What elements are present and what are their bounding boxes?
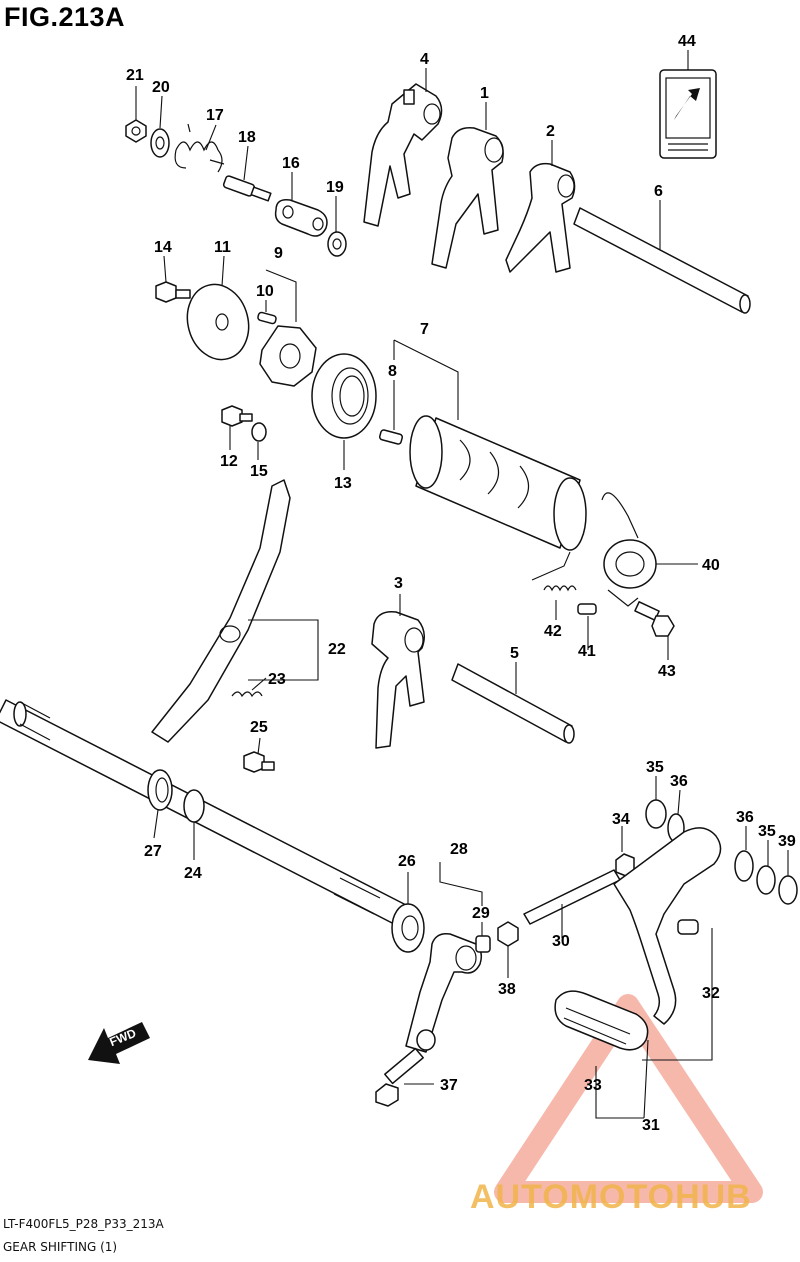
part-40-gear-position-sensor[interactable]: [601, 492, 657, 607]
label-6: 6: [654, 183, 663, 200]
label-19: 19: [326, 179, 344, 196]
part-38-nut[interactable]: [497, 921, 519, 947]
label-26: 26: [398, 853, 416, 870]
part-27-spring[interactable]: [147, 769, 173, 811]
part-10-pin[interactable]: [257, 311, 277, 325]
part-28-gear-shift-lever-link[interactable]: [405, 932, 483, 1053]
watermark-text: AUTOMOTOHUB: [470, 1178, 752, 1216]
label-43: 43: [658, 663, 676, 680]
label-33: 33: [584, 1077, 602, 1094]
label-5: 5: [510, 645, 519, 662]
part-37-bolt[interactable]: [375, 1047, 424, 1107]
label-40: 40: [702, 557, 720, 574]
label-17: 17: [206, 107, 224, 124]
part-22-gear-shift-arm[interactable]: [151, 479, 291, 743]
label-1: 1: [480, 85, 489, 102]
label-14: 14: [154, 239, 172, 256]
label-10: 10: [256, 283, 274, 300]
label-36: 36: [670, 773, 688, 790]
label-41: 41: [578, 643, 596, 660]
part-39-circlip[interactable]: [778, 875, 798, 905]
part-12-bolt[interactable]: [221, 405, 253, 427]
label-37: 37: [440, 1077, 458, 1094]
fwd-direction-arrow: [88, 1022, 150, 1064]
part-41-pin[interactable]: [577, 603, 597, 615]
part-30-shift-link-rod[interactable]: [523, 869, 621, 925]
label-8: 8: [388, 363, 397, 380]
label-30: 30: [552, 933, 570, 950]
watermark-logo: [494, 994, 763, 1203]
label-34: 34: [612, 811, 630, 828]
part-33-pedal-rubber[interactable]: [554, 990, 649, 1051]
label-15: 15: [250, 463, 268, 480]
part-35-washer-right[interactable]: [756, 865, 776, 895]
label-38: 38: [498, 981, 516, 998]
label-25: 25: [250, 719, 268, 736]
label-16: 16: [282, 155, 300, 172]
part-24-gear-shift-shaft[interactable]: [0, 699, 409, 927]
part-29-rubber-boot[interactable]: [475, 935, 491, 953]
label-39: 39: [778, 833, 796, 850]
part-4-shift-fork[interactable]: [363, 83, 443, 227]
part-2-shift-fork[interactable]: [505, 162, 576, 273]
label-28: 28: [450, 841, 468, 858]
part-36-washer-right[interactable]: [734, 850, 754, 882]
part-7-gear-shift-cam[interactable]: [409, 415, 587, 551]
part-15-washer[interactable]: [251, 422, 267, 442]
label-27: 27: [144, 843, 162, 860]
part-19-washer[interactable]: [327, 231, 347, 257]
part-11-cam-stopper-plate[interactable]: [179, 278, 257, 367]
part-18-stud-bolt[interactable]: [222, 175, 272, 202]
part-26-bearing[interactable]: [391, 903, 425, 953]
part-25-bolt[interactable]: [243, 751, 275, 773]
part-16-shift-pawl-lever[interactable]: [274, 198, 328, 237]
label-42: 42: [544, 623, 562, 640]
part-3-shift-fork[interactable]: [371, 611, 425, 749]
label-36-right: 36: [736, 809, 754, 826]
part-44-label-plate[interactable]: [659, 69, 717, 159]
label-21: 21: [126, 67, 144, 84]
part-43-bolt[interactable]: [634, 601, 675, 637]
part-20-washer[interactable]: [150, 128, 170, 158]
label-23: 23: [268, 671, 286, 688]
label-3: 3: [394, 575, 403, 592]
part-6-fork-shaft[interactable]: [573, 207, 751, 314]
part-1-shift-fork[interactable]: [431, 126, 504, 269]
part-42-spring[interactable]: [543, 585, 577, 592]
figure-title: FIG.213A: [4, 2, 126, 32]
part-8-pin[interactable]: [379, 429, 403, 445]
figure-subtitle: GEAR SHIFTING (1): [3, 1240, 118, 1254]
part-5-fork-shaft[interactable]: [451, 663, 575, 744]
label-9: 9: [274, 245, 283, 262]
label-13: 13: [334, 475, 352, 492]
label-32: 32: [702, 985, 720, 1002]
part-21-nut[interactable]: [125, 119, 147, 143]
part-17-spring[interactable]: [174, 123, 225, 173]
part-13-bearing[interactable]: [311, 353, 377, 439]
part-24-collar[interactable]: [183, 789, 205, 823]
part-35-washer-top[interactable]: [645, 799, 667, 829]
label-31: 31: [642, 1117, 660, 1134]
label-2: 2: [546, 123, 555, 140]
label-35: 35: [646, 759, 664, 776]
label-29: 29: [472, 905, 490, 922]
part-32-gear-shift-lever[interactable]: [613, 827, 722, 1025]
label-24: 24: [184, 865, 202, 882]
leader-lines: [135, 50, 789, 1119]
label-7: 7: [420, 321, 429, 338]
label-22: 22: [328, 641, 346, 658]
label-12: 12: [220, 453, 238, 470]
label-18: 18: [238, 129, 256, 146]
label-44: 44: [678, 33, 696, 50]
part-number-labels: 21 20 17 18 16 19 4 1 2 6 44 14 11 9 10 …: [108, 33, 796, 1134]
part-9-gear-shift-cam-plate[interactable]: [259, 325, 317, 387]
label-11: 11: [214, 239, 231, 256]
label-4: 4: [420, 51, 429, 68]
label-35-right: 35: [758, 823, 776, 840]
figure-code: LT-F400FL5_P28_P33_213A: [3, 1217, 164, 1231]
part-23-spring[interactable]: [231, 691, 263, 698]
label-20: 20: [152, 79, 170, 96]
part-14-bolt[interactable]: [155, 281, 191, 303]
